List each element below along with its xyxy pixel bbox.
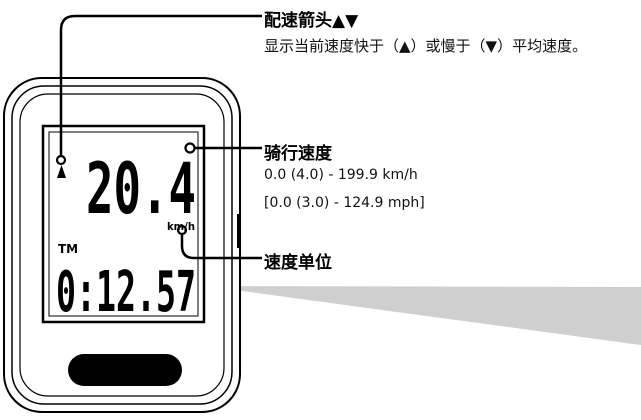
pace-arrow-up-icon <box>57 165 66 178</box>
callout-dot-pace-arrow <box>55 154 67 166</box>
riding-speed-title: 骑行速度 <box>264 144 332 164</box>
callout-dot-riding-speed <box>184 142 196 154</box>
callout-line-pace-arrow <box>59 14 262 160</box>
speed-unit-label: km/h <box>167 220 195 233</box>
pace-arrow-description: 显示当前速度快于（▲）或慢于（▼）平均速度。 <box>264 37 588 55</box>
lcd-screen <box>41 124 206 324</box>
trip-time-readout: 0:12.57 <box>56 260 196 325</box>
tm-label: TM <box>58 242 78 256</box>
callout-lines <box>59 14 262 260</box>
pace-arrow-title: 配速箭头▲▼ <box>264 11 359 31</box>
current-speed-readout: 20.4 <box>86 148 196 230</box>
mode-button[interactable] <box>68 354 182 386</box>
speed-unit-title: 速度单位 <box>264 253 332 273</box>
callout-line-speed-unit <box>180 232 262 260</box>
callout-dot-speed-unit <box>176 224 188 236</box>
riding-speed-range-kmh: 0.0 (4.0) - 199.9 km/h <box>264 167 418 183</box>
riding-speed-range-mph: [0.0 (3.0) - 124.9 mph] <box>264 195 425 211</box>
time-pointer-wedge <box>205 286 641 345</box>
